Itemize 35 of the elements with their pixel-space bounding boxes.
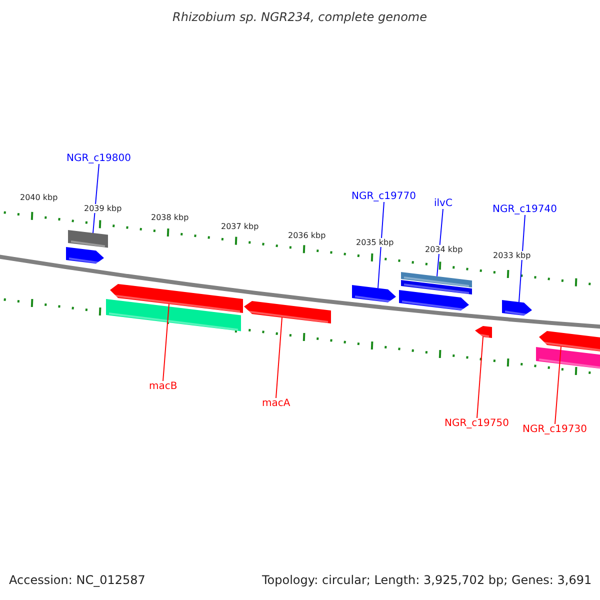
gene-bar <box>401 272 472 288</box>
leader-line <box>378 202 384 289</box>
scale-label: 2035 kbp <box>356 238 394 247</box>
gene-block <box>502 300 532 316</box>
gene-label: NGR_c19730 <box>522 424 587 435</box>
gene-label: NGR_c19800 <box>66 153 131 164</box>
gene-label: NGR_c19750 <box>444 418 509 429</box>
leader-line <box>436 208 444 277</box>
leader-line <box>162 304 170 382</box>
scale-label: 2034 kbp <box>425 245 463 254</box>
scale-label: 2036 kbp <box>288 231 326 240</box>
scale-label: 2039 kbp <box>84 204 122 213</box>
gene-bar <box>68 230 108 248</box>
scale-label: 2033 kbp <box>493 251 531 260</box>
leader-line <box>476 336 484 418</box>
gene-block <box>244 300 331 324</box>
scale-label: 2037 kbp <box>221 222 259 231</box>
genome-info-text: Topology: circular; Length: 3,925,702 bp; Genes: 3,691 <box>262 573 592 587</box>
leader-line <box>92 164 100 234</box>
accession-text: Accession: NC_012587 <box>9 573 146 587</box>
gene-block <box>110 284 243 313</box>
scale-label: 2040 kbp <box>20 193 58 202</box>
gene-block <box>475 326 492 338</box>
gene-label: NGR_c19770 <box>352 191 416 202</box>
leader-line <box>518 214 526 303</box>
gene-label: ilvC <box>434 198 452 209</box>
scale-label: 2038 kbp <box>151 213 189 222</box>
gene-label: macB <box>149 381 178 392</box>
gene-label: macA <box>262 398 290 409</box>
title: Rhizobium sp. NGR234, complete genome <box>172 10 428 24</box>
gene-label: NGR_c19740 <box>492 204 557 215</box>
gene-block <box>352 285 396 303</box>
gene-block <box>539 330 600 353</box>
leader-line <box>276 317 282 398</box>
leader-line <box>554 346 562 424</box>
